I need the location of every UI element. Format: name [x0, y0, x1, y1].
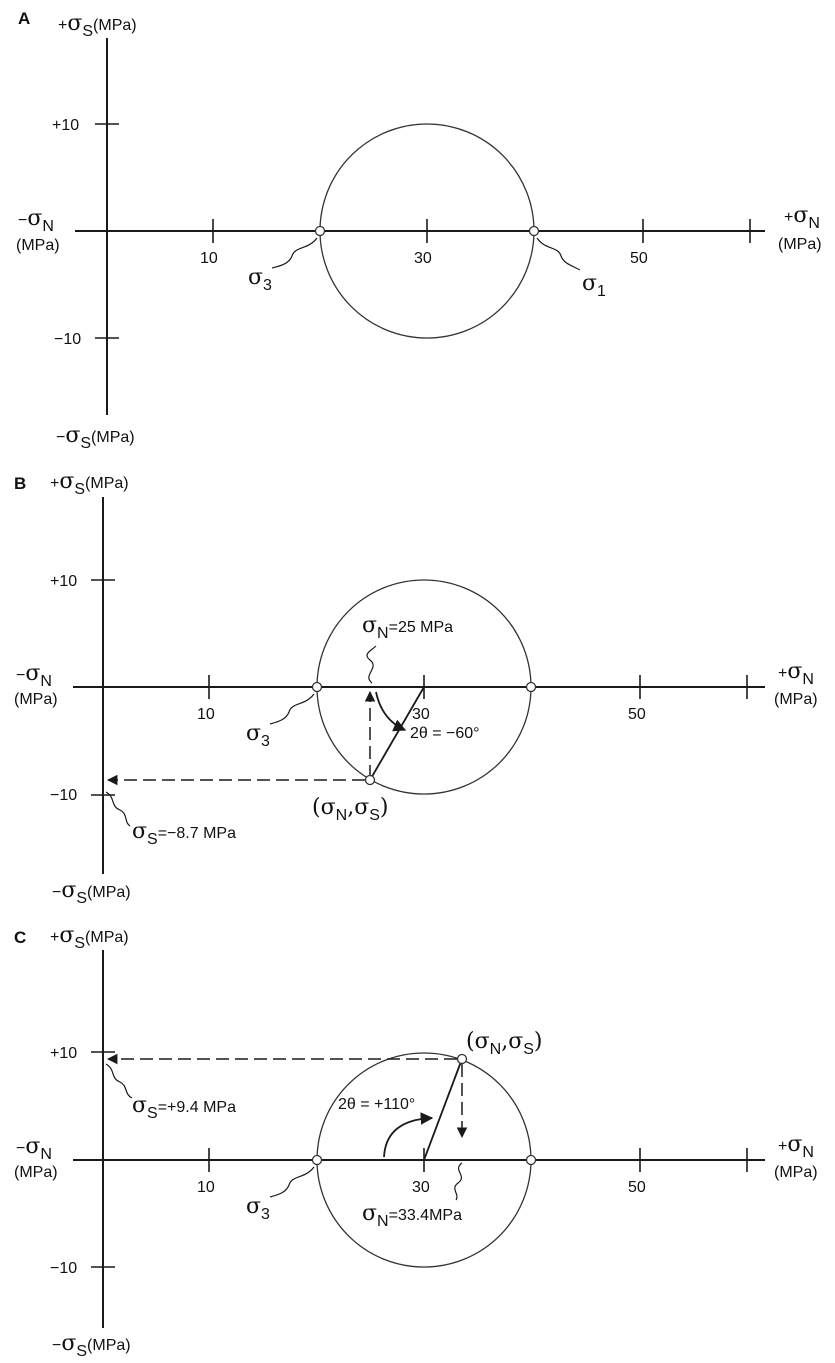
sigma3-label: σ3	[246, 1194, 270, 1223]
x-tick-label-10: 10	[200, 250, 218, 267]
panel-a: A +σS(MPa) −σS(MPa) −σN (MPa) +σN (MPa) …	[16, 9, 822, 452]
sigma3-leader	[271, 237, 318, 269]
sigma3-leader	[269, 693, 315, 725]
sigma3-leader	[269, 1166, 315, 1198]
two-theta-label: 2θ = −60°	[410, 725, 480, 742]
y-tick-label-plus-10: +10	[50, 573, 77, 590]
y-axis-positive-label: +σS(MPa)	[50, 469, 129, 498]
x-tick-label-30: 30	[412, 706, 430, 723]
panel-b: B +σS(MPa) −σS(MPa) −σN (MPa) +σN (MPa) …	[14, 469, 818, 907]
sigma-n-leader	[366, 645, 377, 684]
panel-label-a: A	[18, 9, 30, 28]
panel-c: C +σS(MPa) −σS(MPa) −σN (MPa) +σN (MPa) …	[14, 923, 818, 1360]
y-axis-positive-label: +σS(MPa)	[58, 11, 137, 40]
x-axis-positive-unit: (MPa)	[774, 1164, 818, 1181]
y-axis-negative-label: −σS(MPa)	[52, 878, 131, 907]
stress-point-label: (σN,σS)	[466, 1029, 542, 1058]
x-axis-negative-unit: (MPa)	[16, 237, 60, 254]
x-axis-negative-label: −σN	[16, 1134, 52, 1163]
sigma1-leader	[536, 237, 581, 271]
x-tick-label-50: 50	[630, 250, 648, 267]
stress-point	[364, 774, 376, 786]
sigma1-point	[528, 225, 540, 237]
x-tick-label-10: 10	[197, 1179, 215, 1196]
sigma3-label: σ3	[246, 721, 270, 750]
x-axis-negative-unit: (MPa)	[14, 1164, 58, 1181]
sigma-n-leader	[454, 1162, 463, 1201]
sigma-s-value-label: σS=−8.7 MPa	[132, 819, 236, 848]
x-axis-positive-unit: (MPa)	[778, 236, 822, 253]
y-tick-label-minus-10: −10	[54, 331, 81, 348]
x-tick-label-50: 50	[628, 1179, 646, 1196]
sigma3-label: σ3	[248, 265, 272, 294]
x-axis-negative-label: −σN	[16, 661, 52, 690]
sigma-s-leader	[105, 791, 131, 827]
sigma-s-value-label: σS=+9.4 MPa	[132, 1093, 236, 1122]
y-tick-label-minus-10: −10	[50, 1260, 77, 1277]
stress-point-label: (σN,σS)	[312, 795, 388, 824]
sigma1-point	[525, 681, 537, 693]
sigma-n-value-label: σN=33.4MPa	[362, 1201, 462, 1230]
stress-point	[456, 1053, 468, 1065]
x-tick-label-30: 30	[412, 1179, 430, 1196]
x-tick-label-30: 30	[414, 250, 432, 267]
y-tick-label-minus-10: −10	[50, 787, 77, 804]
x-axis-positive-unit: (MPa)	[774, 691, 818, 708]
two-theta-arc	[375, 691, 407, 732]
x-axis-positive-label: +σN	[778, 659, 814, 688]
x-axis-positive-label: +σN	[778, 1132, 814, 1161]
y-tick-label-plus-10: +10	[52, 117, 79, 134]
x-tick-label-50: 50	[628, 706, 646, 723]
y-axis-negative-label: −σS(MPa)	[56, 423, 135, 452]
x-axis-positive-label: +σN	[784, 203, 820, 232]
sigma-s-leader	[105, 1063, 133, 1099]
sigma1-label: σ1	[582, 271, 606, 300]
sigma3-point	[311, 681, 323, 693]
panel-label-b: B	[14, 474, 26, 493]
panel-label-c: C	[14, 928, 26, 947]
y-axis-negative-label: −σS(MPa)	[52, 1331, 131, 1360]
two-theta-label: 2θ = +110°	[338, 1096, 415, 1113]
sigma-n-value-label: σN=25 MPa	[362, 613, 453, 642]
sigma1-point	[525, 1154, 537, 1166]
y-axis-positive-label: +σS(MPa)	[50, 923, 129, 952]
two-theta-radius	[423, 1058, 463, 1161]
sigma3-point	[314, 225, 326, 237]
two-theta-arc	[383, 1112, 434, 1158]
x-axis-negative-label: −σN	[18, 206, 54, 235]
sigma3-point	[311, 1154, 323, 1166]
x-tick-label-10: 10	[197, 706, 215, 723]
x-axis-negative-unit: (MPa)	[14, 691, 58, 708]
two-theta-radius	[369, 686, 425, 781]
y-tick-label-plus-10: +10	[50, 1045, 77, 1062]
